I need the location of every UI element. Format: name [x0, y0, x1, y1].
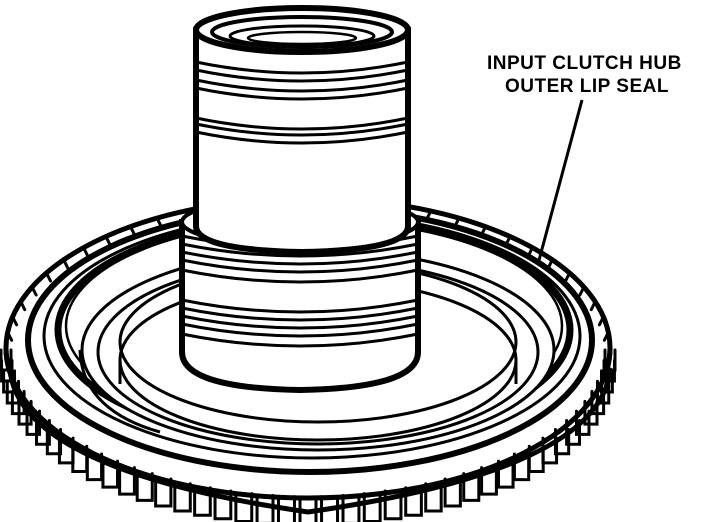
gear-tooth [135, 472, 154, 502]
gear-tooth [341, 494, 361, 522]
gear-tooth-back [82, 246, 90, 258]
gear-tooth-back [6, 330, 14, 342]
hub-groove [181, 242, 419, 258]
gear-tooth [193, 486, 212, 517]
gear-tooth [362, 492, 382, 522]
gear-tooth [35, 418, 51, 446]
gear-tooth [320, 495, 340, 522]
gear-tooth-back [589, 300, 597, 312]
shaft-groove [195, 122, 409, 137]
shaft-groove [195, 116, 409, 131]
hub-groove [181, 322, 419, 338]
gear-tooth [2, 369, 17, 394]
gear-tooth-back [30, 285, 38, 297]
gear-tooth-back [44, 271, 52, 283]
gear-tooth [276, 495, 296, 522]
shaft-groove [195, 86, 409, 101]
callout-leader-line [536, 99, 584, 265]
callout-label-line2: OUTER LIP SEAL [505, 76, 669, 97]
hub-upper-shaft [193, 5, 411, 256]
gear-tooth [213, 489, 233, 521]
gear-tooth [462, 472, 481, 502]
gear-tooth-back [128, 225, 136, 237]
gear-tooth [234, 492, 254, 522]
gear-tooth [25, 409, 42, 436]
gear-tooth [173, 482, 192, 513]
hub-groove [181, 306, 419, 322]
gear-tooth-back [564, 271, 572, 283]
gear-tooth-back [597, 315, 605, 327]
shaft-groove [195, 60, 409, 75]
gear-tooth-back [62, 258, 70, 270]
hub-groove [181, 298, 419, 314]
gear-tooth [553, 427, 571, 456]
gear-tooth [118, 466, 136, 496]
gear-tooth [565, 418, 581, 446]
gear-tooth [255, 494, 275, 522]
hub-groove [181, 250, 419, 266]
gear-tooth [603, 348, 617, 372]
callout-label-line1: INPUT CLUTCH HUB [487, 53, 682, 74]
shaft-groove [195, 68, 409, 83]
gear-tooth [101, 459, 119, 489]
shaft-groove [195, 78, 409, 93]
gear-tooth [383, 489, 403, 521]
gear-tooth [298, 495, 318, 522]
gear-tooth [424, 482, 443, 513]
hub-groove [181, 332, 419, 348]
gear-tooth [443, 477, 462, 508]
hub-groove [181, 268, 419, 284]
shaft-groove [195, 130, 409, 145]
hub-groove [181, 314, 419, 330]
gear-tooth-back [602, 330, 610, 342]
gear-tooth-back [155, 216, 163, 228]
gear-tooth-back [11, 315, 19, 327]
gear-tooth [154, 477, 173, 508]
gear-tooth [480, 466, 498, 496]
hub-groove [181, 258, 419, 274]
gear-tooth [404, 486, 423, 517]
gear-tooth-back [19, 300, 27, 312]
gear-tooth-back [578, 285, 586, 297]
gear-tooth-back [104, 235, 112, 247]
gear-tooth [17, 399, 33, 426]
